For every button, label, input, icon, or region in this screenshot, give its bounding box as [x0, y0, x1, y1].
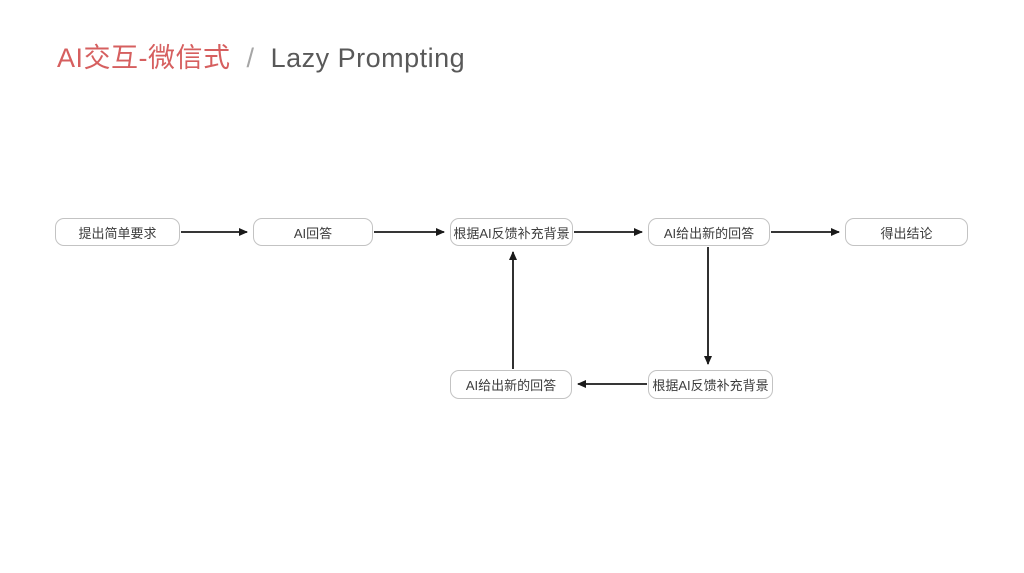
slide-title-separator: / [246, 43, 255, 73]
slide-title: AI交互-微信式 / Lazy Prompting [57, 42, 465, 74]
flow-node-ai-answer: AI回答 [253, 218, 373, 246]
slide-title-chinese: AI交互-微信式 [57, 43, 231, 73]
flow-node-add-context: 根据AI反馈补充背景 [450, 218, 573, 246]
flow-node-conclusion: 得出结论 [845, 218, 968, 246]
flow-node-simple-request: 提出简单要求 [55, 218, 180, 246]
flow-node-ai-new-answer-loop: AI给出新的回答 [450, 370, 572, 399]
flow-node-ai-new-answer: AI给出新的回答 [648, 218, 770, 246]
flow-node-add-context-loop: 根据AI反馈补充背景 [648, 370, 773, 399]
slide-title-english: Lazy Prompting [270, 43, 466, 73]
